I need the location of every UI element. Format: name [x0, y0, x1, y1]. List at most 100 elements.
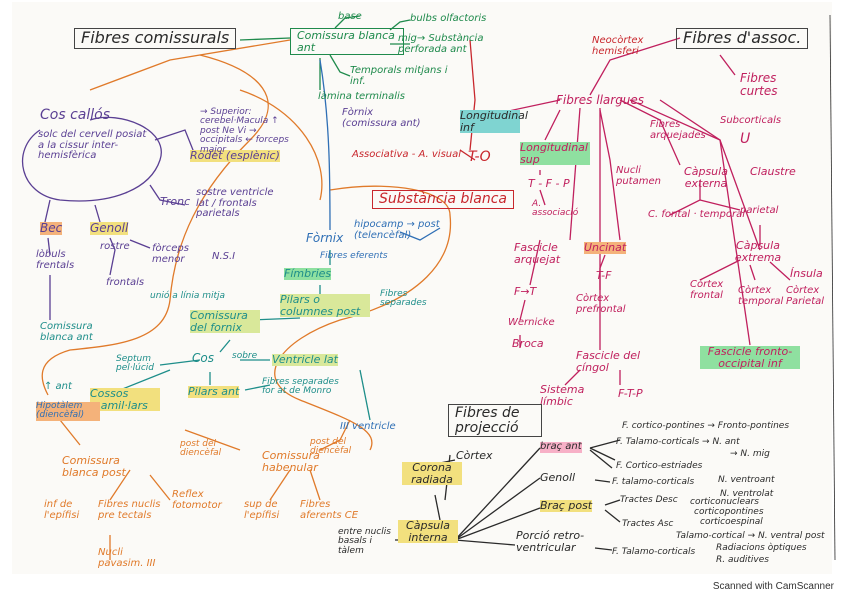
corticonuclears: corticonuclears — [690, 497, 759, 507]
rodet: Rodet (esplènic) — [190, 149, 280, 162]
entre-nuclis: entre nuclis basals i tàlem — [338, 527, 391, 556]
u-fibres: U — [740, 131, 751, 147]
tfp: T - F - P — [528, 177, 570, 190]
fascicle-arquejat: Fascicle arquejat — [514, 241, 561, 266]
n-ventroant: N. ventroant — [718, 475, 775, 485]
fibres-separades-2: Fibres separades for at de Monro — [262, 377, 339, 397]
broca: Broca — [512, 337, 544, 350]
genoll-proj: Genoll — [540, 471, 576, 484]
f-t-p: F-T-P — [618, 387, 643, 400]
fibres-nuclis-pretectals: Fibres nuclis pre tectals — [98, 499, 161, 521]
lamina-terminalis: làmina terminalis — [318, 91, 406, 102]
n-ventrolat: N. ventrolat — [720, 489, 774, 499]
cos-fornix: Cos — [192, 351, 214, 365]
comissura-blanca-ant: Comissura blanca ant — [290, 28, 404, 56]
cortex: Còrtex — [456, 449, 493, 462]
cortex-parietal: Còrtex Parietal — [786, 285, 825, 307]
fibres-llargues: Fibres llargues — [556, 93, 645, 107]
associacio-title: Fibres d'assoc. — [676, 28, 809, 49]
fornix-ant: Fòrnix (comissura ant) — [342, 107, 421, 129]
solc-cervell: solc del cervell posiat a la cissur inte… — [38, 129, 147, 161]
f-cortico-estriades: F. Cortico-estriades — [616, 461, 703, 471]
fibres-eferents: Fibres eferents — [320, 251, 388, 261]
nucli-pavasim: Nucli pavasim. III — [98, 547, 156, 569]
f-cortico-pontines: F. cortico-pontines → Fronto-pontines — [622, 421, 790, 431]
comissura-fornix: Comissura del fornix — [190, 310, 260, 334]
hipotalem: Hipotàlem (diencèfal) — [36, 401, 100, 421]
fimbries: Fímbries — [284, 267, 332, 280]
rostre: rostre — [100, 241, 130, 252]
a-associacio: A. associació — [532, 199, 579, 219]
nucli-putamen: Nucli putamen — [616, 165, 661, 187]
capsula-externa: Càpsula externa — [684, 165, 728, 190]
bulbs-olfactoris: bulbs olfactoris — [410, 13, 487, 24]
neocortex: Neocòrtex hemisferi — [592, 35, 644, 57]
comisurals-base: base — [338, 11, 362, 22]
porcio-retroventricular: Porció retro-ventricular — [516, 529, 585, 554]
sup-epifisi: sup de l'epífisi — [244, 499, 280, 521]
tractes-desc: Tractes Desc — [620, 495, 678, 505]
fornix: Fòrnix — [306, 231, 344, 245]
frontals: frontals — [106, 277, 145, 288]
inf-epifisi: inf de l'epífisi — [44, 499, 80, 521]
projeccio-title: Fibres de projecció — [448, 404, 542, 438]
tractes-asc: Tractes Asc — [622, 519, 674, 529]
brac-ant: braç ant — [540, 441, 582, 453]
cos-callos: Cos callós — [40, 107, 110, 123]
claustre: Claustre — [750, 165, 796, 178]
t-f: T-F — [596, 269, 612, 282]
comissura-habenular: Comissura habenular — [262, 449, 320, 474]
corticopontines: corticopontines — [694, 507, 764, 517]
comissura-blanca-post: Comissura blanca post — [62, 454, 126, 479]
associativa-visual: Associativa - A. visual — [352, 149, 462, 160]
capsula-extrema: Càpsula extrema — [734, 239, 782, 264]
reflex-fotomotor: Reflex fotomotor — [172, 489, 222, 511]
pilars-ant: Pilars ant — [188, 385, 240, 398]
t-o: T-O — [468, 149, 491, 165]
f-talamo-corticals: F. Talamo-corticals → N. ant — [616, 437, 740, 447]
sobre: sobre — [232, 351, 258, 361]
insula: Ínsula — [790, 267, 823, 280]
scanner-watermark: Scanned with CamScanner — [712, 581, 834, 592]
tronc: Tronc — [160, 195, 191, 208]
forceps-menor: fòrceps menor — [152, 243, 189, 265]
f-talamo-corticals-3: F. Talamo-corticals — [612, 547, 696, 557]
comisurals-title: Fibres comissurals — [74, 28, 237, 49]
talamo-cortical: Talamo-cortical → N. ventral post — [676, 531, 825, 541]
longitudinal-inf: Longitudinal inf — [460, 109, 528, 134]
wernicke: Wernicke — [508, 317, 555, 328]
fascicle-cingol: Fascicle del cíngol — [576, 349, 641, 374]
nsi: N.S.I — [212, 251, 236, 262]
uncinat: Uncinat — [584, 241, 627, 254]
cortex-prefrontal: Còrtex prefrontal — [576, 293, 626, 315]
ant-up: ↑ ant — [44, 381, 72, 392]
f-talamo-corticals-2: F. talamo-corticals — [612, 477, 695, 487]
capsula-interna: Càpsula interna — [398, 520, 458, 544]
comissura-blanca-ant-2: Comissura blanca ant — [40, 321, 93, 343]
unio-linia-mitja: unió a línia mitja — [150, 291, 226, 301]
substancia-blanca-title: Substància blanca — [372, 190, 515, 209]
tronc-lines: sostre ventricle lat / frontals parietal… — [196, 187, 274, 219]
pilars-post: Pilars o columnes post — [280, 294, 370, 318]
subcorticals: Subcorticals — [720, 115, 782, 126]
radiacions-optiques: Radiacions òptiques — [716, 543, 807, 553]
ventricle-lat: Ventricle lat — [272, 353, 338, 366]
septum: Septum pel·lúcid — [116, 354, 154, 374]
longitudinal-sup: Longitudinal sup — [520, 142, 590, 166]
genoll-callos: Genoll — [90, 221, 129, 235]
corticoespinal: corticoespinal — [700, 517, 763, 527]
cortex-temporal: Còrtex temporal — [738, 285, 784, 307]
fontal-temporal: C. fontal · temporal — [648, 209, 745, 220]
fibres-curtes: Fibres curtes — [740, 71, 778, 98]
fibres-separades: Fibres separades — [380, 289, 427, 309]
fibres-aferents: Fibres aferents CE — [300, 499, 359, 521]
bec: Bec — [40, 221, 63, 235]
temporals-mitjans: Temporals mitjans i inf. — [350, 65, 448, 87]
r-auditives: R. auditives — [716, 555, 769, 565]
f-t: F→T — [514, 285, 537, 298]
fibres-arquejades: Fibres arquejades — [650, 119, 706, 141]
brac-post: Braç post — [540, 499, 593, 512]
corona-radiada: Corona radiada — [402, 462, 462, 486]
mig-substancia: mig→ Substància perforada ant — [398, 33, 484, 55]
parietal: parietal — [740, 205, 779, 216]
